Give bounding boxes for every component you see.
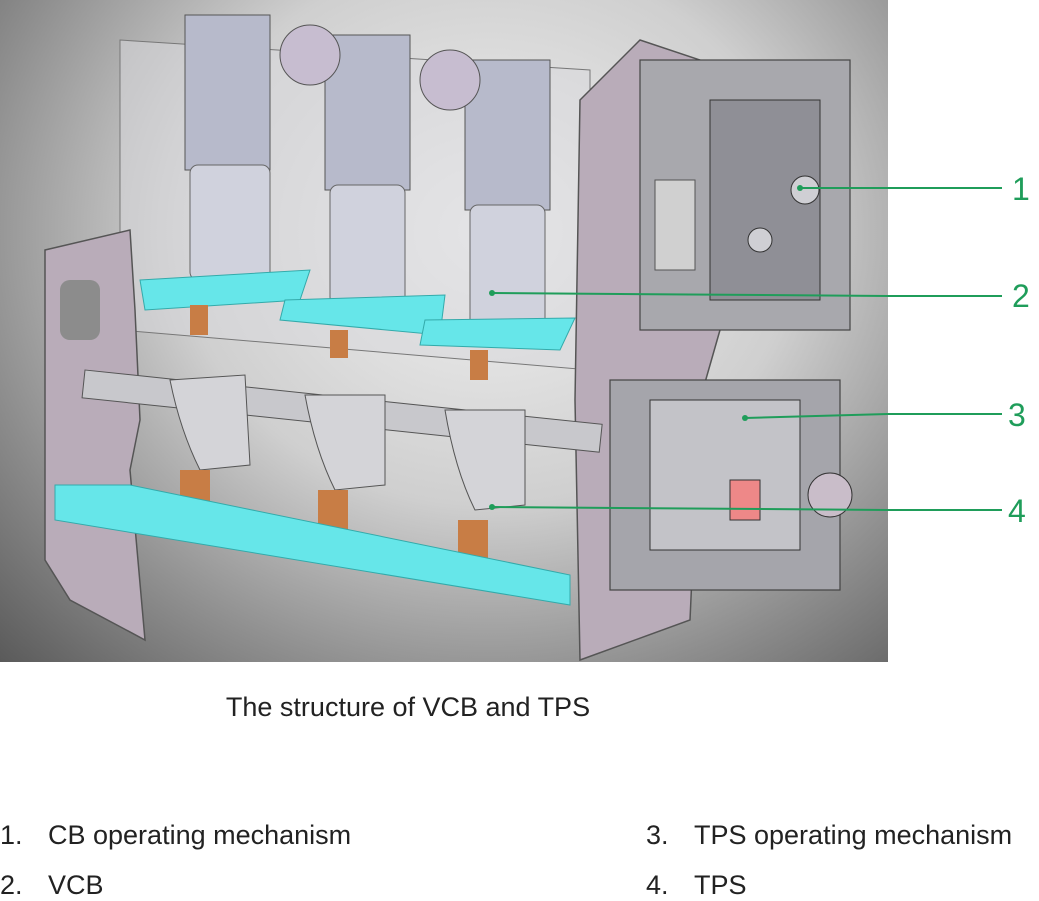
- vcb-pole-3: [419, 59, 576, 380]
- left-frame-slot: [60, 280, 100, 340]
- tps-arm-2: [304, 394, 386, 540]
- callout-dot-2: [489, 290, 495, 296]
- callout-dot-4: [489, 504, 495, 510]
- tps-arm-3: [444, 409, 526, 570]
- tps-indicator: [729, 479, 761, 521]
- callout-dot-3: [742, 415, 748, 421]
- callout-line-2: [491, 292, 888, 297]
- cyan-insulator-bar: [54, 484, 571, 606]
- legend-number: 3.: [646, 820, 669, 850]
- callout-number-3: 3: [1008, 397, 1026, 433]
- callout-line-3: [744, 413, 888, 419]
- legend-item-3: 3. TPS operating mechanism: [646, 820, 1012, 851]
- tps-lever-hub: [807, 472, 853, 518]
- figure-caption: The structure of VCB and TPS: [225, 692, 591, 722]
- legend-item-1: 1. CB operating mechanism: [0, 820, 351, 851]
- legend-label: VCB: [48, 870, 104, 900]
- legend-number: 4.: [646, 870, 669, 900]
- tps-mechanism-plate: [649, 399, 801, 551]
- disk-1: [279, 24, 341, 86]
- disk-2: [419, 49, 481, 111]
- legend-label: TPS: [694, 870, 747, 900]
- legend-label: CB operating mechanism: [48, 820, 352, 850]
- legend-number: 2.: [0, 870, 23, 900]
- legend-item-2: 2. VCB: [0, 870, 104, 901]
- legend-number: 1.: [0, 820, 23, 850]
- legend-label: TPS operating mechanism: [694, 820, 1013, 850]
- mechanism-motor: [654, 179, 696, 271]
- vcb-pole-2: [279, 34, 446, 358]
- callout-line-4: [491, 506, 888, 511]
- callout-number-4: 4: [1008, 493, 1026, 529]
- vcb-pole-1: [139, 14, 311, 335]
- callout-number-1: 1: [1012, 171, 1030, 207]
- mechanism-gear: [790, 175, 820, 205]
- legend-item-4: 4. TPS: [646, 870, 747, 901]
- vcb-tps-illustration: [0, 0, 888, 662]
- callout-dot-1: [797, 185, 803, 191]
- assembly-drawing: [44, 14, 888, 662]
- mechanism-gear-2: [747, 227, 773, 253]
- callout-number-2: 2: [1012, 278, 1030, 314]
